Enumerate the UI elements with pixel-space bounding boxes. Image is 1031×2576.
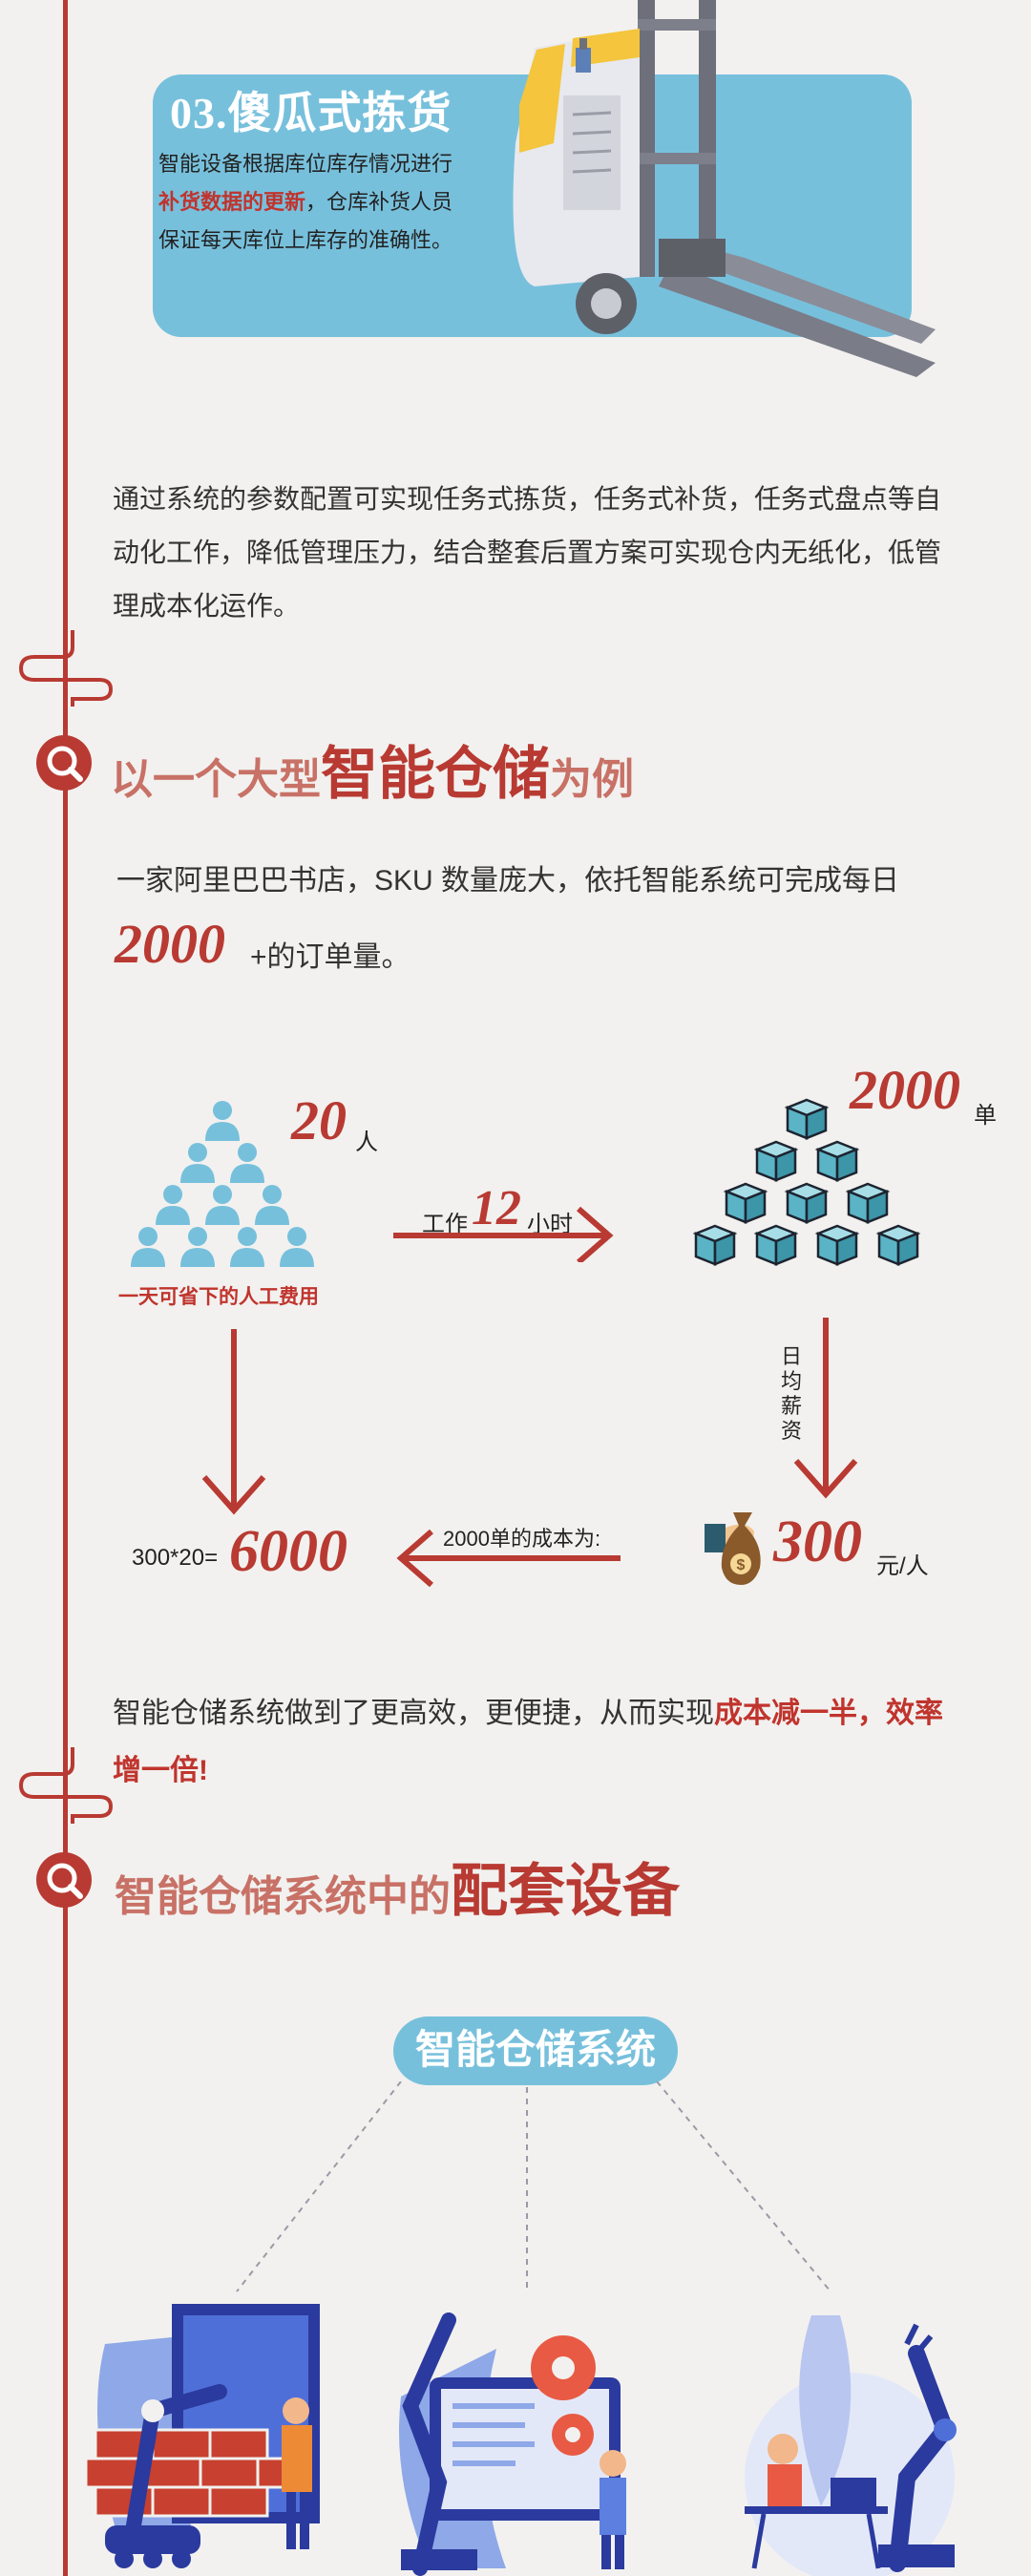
- box-icon: [753, 1140, 799, 1182]
- box-icon: [784, 1182, 830, 1224]
- person-icon: [280, 1227, 314, 1267]
- person-icon: [180, 1143, 215, 1183]
- person-icon: [255, 1185, 289, 1225]
- gear-icon: [399, 2312, 626, 2576]
- arrow-down-left-icon: [201, 1329, 266, 1515]
- salary-unit: 元/人: [876, 1553, 929, 1579]
- orders-number: 2000: [115, 913, 225, 975]
- box-icon: [753, 1224, 799, 1266]
- orders-count: 2000: [850, 1059, 960, 1121]
- box-icon: [875, 1224, 921, 1266]
- salary-label: 日均薪资: [781, 1344, 803, 1443]
- people-caption: 一天可省下的人工费用: [118, 1286, 319, 1308]
- person-icon: [156, 1185, 190, 1225]
- robot-arm-icon: [84, 2304, 320, 2568]
- conclusion-text-main: 智能仓储系统做到了更高效，更便捷，从而实现: [113, 1698, 714, 1729]
- cost-label: 2000单的成本为:: [443, 1527, 601, 1551]
- people-unit: 人: [355, 1130, 378, 1155]
- section-title-equipment: 智能仓储系统中的配套设备: [115, 1845, 680, 1928]
- orders-unit: 单: [974, 1103, 997, 1129]
- money-bag-icon: $: [705, 1512, 761, 1585]
- box-icon: [723, 1182, 768, 1224]
- example-text: 一家阿里巴巴书店，SKU 数量庞大，依托智能系统可完成每日: [116, 865, 900, 897]
- section-title-part1: 以一个大型: [111, 756, 321, 803]
- intro-paragraph: 通过系统的参数配置可实现任务式拣货，任务式补货，任务式盘点等自动化工作，降低管理…: [113, 484, 942, 621]
- section-title-example: 以一个大型智能仓储为例: [111, 728, 634, 811]
- arrow-left-icon: [396, 1530, 621, 1587]
- card-body-highlight: 补货数据的更新: [158, 190, 306, 214]
- squiggle-decoration-1: [18, 630, 113, 707]
- section-title-highlight: 智能仓储: [321, 743, 550, 806]
- box-icon: [814, 1224, 860, 1266]
- card-body-text-end: ，仓库补货人员保证每天库位上库存的准确性。: [158, 190, 453, 252]
- person-icon: [230, 1143, 264, 1183]
- formula: 300*20=: [132, 1545, 219, 1571]
- arrow-right-icon: [393, 1206, 614, 1262]
- conclusion-highlight: 成本减一半，效率增一倍!: [113, 1698, 943, 1786]
- magnifier-icon-2: [36, 1852, 92, 1908]
- squiggle-decoration-2: [18, 1747, 113, 1824]
- person-icon: [205, 1101, 240, 1141]
- section-title-part2: 为例: [550, 756, 634, 803]
- person-icon: [205, 1185, 240, 1225]
- card-body-text: 智能设备根据库位库存情况进行: [158, 152, 453, 176]
- conclusion-text: 智能仓储系统做到了更高效，更便捷，从而实现成本减一半，效率增一倍!: [113, 1685, 962, 1800]
- timeline-line: [63, 0, 68, 2576]
- worker-icon: [745, 2315, 957, 2576]
- box-icon: [814, 1140, 860, 1182]
- boxes-group-icon: [692, 1098, 921, 1266]
- card-title: 03.傻瓜式拣货: [170, 89, 452, 137]
- person-icon: [230, 1227, 264, 1267]
- people-group-icon: [131, 1101, 314, 1267]
- people-count: 20: [291, 1089, 347, 1151]
- person-icon: [180, 1227, 215, 1267]
- connector-lines: [236, 2081, 831, 2292]
- cost-result: 6000: [229, 1519, 347, 1584]
- svg-text:$: $: [737, 1557, 746, 1573]
- section2-title-part: 智能仓储系统中的: [115, 1873, 451, 1920]
- card-body: 智能设备根据库位库存情况进行补货数据的更新，仓库补货人员保证每天库位上库存的准确…: [158, 145, 454, 260]
- orders-suffix: +的订单量。: [250, 941, 410, 973]
- system-pill: 智能仓储系统: [393, 2016, 678, 2085]
- section2-title-highlight: 配套设备: [451, 1860, 680, 1923]
- salary-value: 300: [773, 1510, 862, 1574]
- box-icon: [784, 1098, 830, 1140]
- box-icon: [692, 1224, 738, 1266]
- arrow-down-right-icon: [793, 1318, 858, 1499]
- forklift-icon: [513, 0, 936, 377]
- work-hours: 12: [472, 1181, 521, 1235]
- box-icon: [845, 1182, 891, 1224]
- person-icon: [131, 1227, 165, 1267]
- magnifier-icon: [36, 735, 92, 791]
